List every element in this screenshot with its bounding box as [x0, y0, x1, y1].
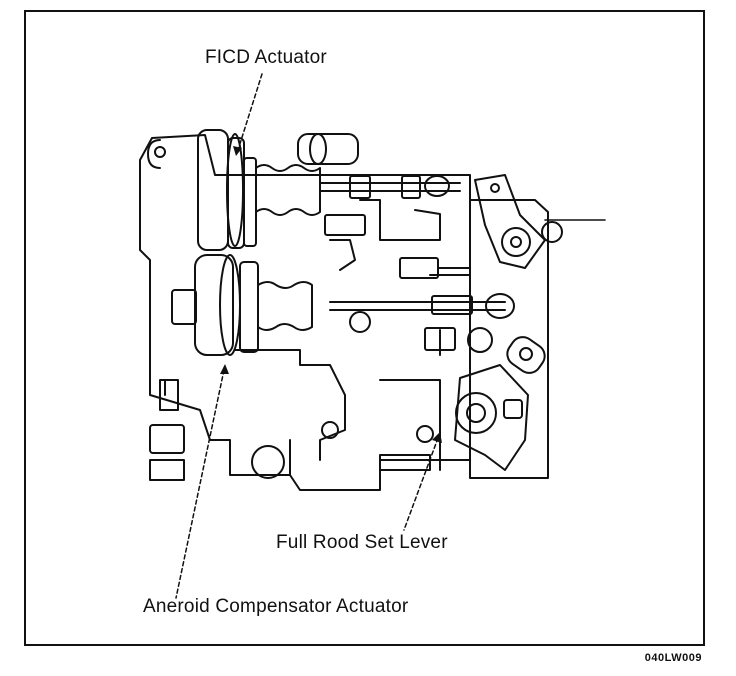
pump-housing: [139, 134, 606, 491]
full-rod-set-lever-label: Full Rood Set Lever: [276, 532, 448, 553]
full-rod-set-lever: [349, 311, 546, 471]
control-lever: [474, 174, 563, 269]
aneroid-compensator-actuator-label: Aneroid Compensator Actuator: [143, 596, 409, 617]
fuel-fittings: [149, 379, 434, 481]
figure-code: 040LW009: [644, 652, 702, 664]
aneroid-compensator-assembly: [171, 254, 515, 356]
leader-arrowheads: [220, 146, 442, 443]
ficd-actuator-label: FICD Actuator: [205, 47, 327, 68]
upper-linkage: [319, 175, 471, 279]
figure-frame: [24, 10, 705, 646]
ficd-actuator-assembly: [147, 129, 359, 251]
leader-lines: [175, 73, 439, 599]
